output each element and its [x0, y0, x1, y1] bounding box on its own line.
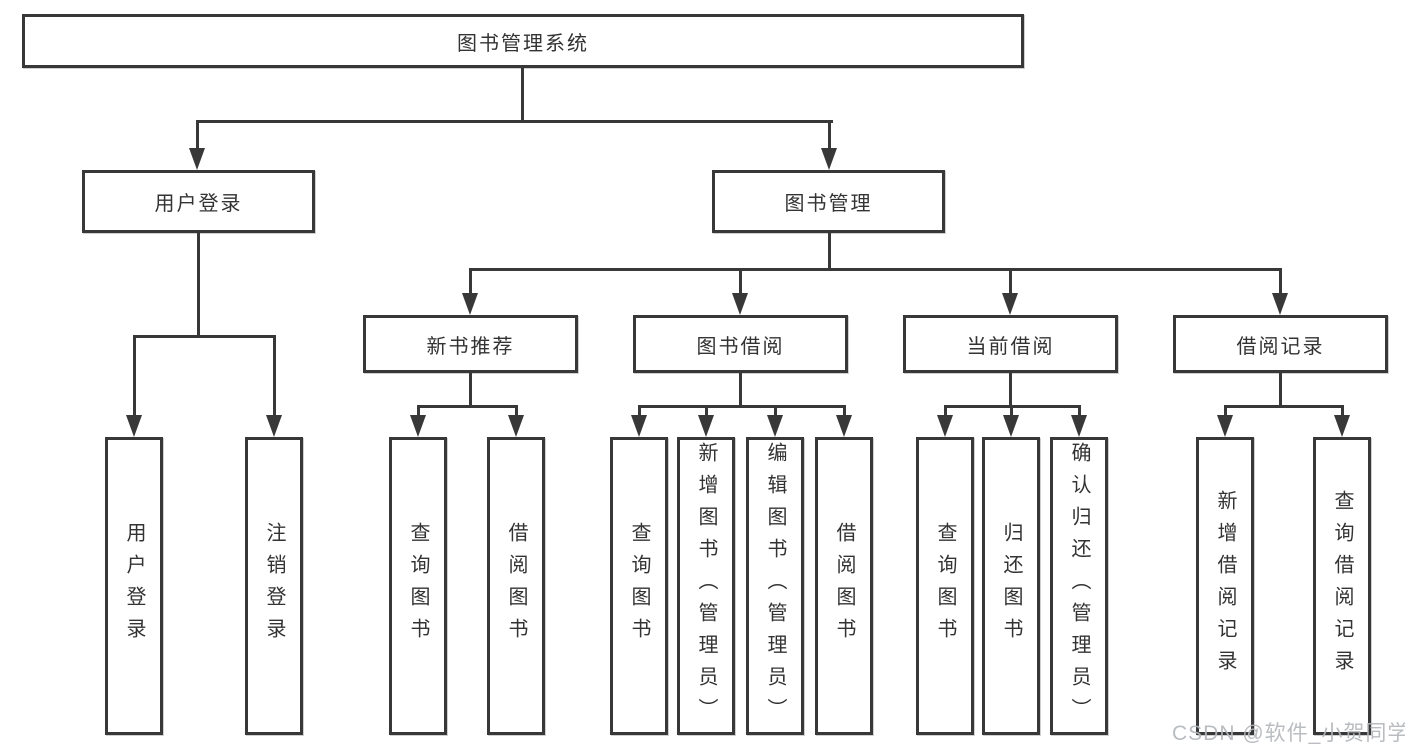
arrow-down-icon	[1071, 415, 1087, 437]
connector-line	[417, 405, 420, 417]
node-new-books: 新书推荐	[363, 315, 578, 373]
leaf-borrow-books-1: 借阅图书	[487, 437, 545, 735]
leaf-query-books-3: 查询图书	[916, 437, 974, 735]
leaf-label: 编辑图书（管理员）	[764, 442, 786, 730]
node-user-login-label: 用户登录	[154, 193, 243, 215]
connector-line	[638, 405, 641, 417]
leaf-label: 新增图书（管理员）	[695, 442, 717, 730]
leaf-return-books: 归还图书	[982, 437, 1040, 735]
arrow-down-icon	[821, 148, 837, 170]
leaf-label: 借阅图书	[505, 522, 527, 650]
connector-line	[515, 405, 518, 417]
node-borrow-records: 借阅记录	[1173, 315, 1388, 373]
node-current-borrow: 当前借阅	[903, 315, 1118, 373]
csdn-watermark: CSDN @软件_小贺同学	[1172, 722, 1405, 745]
connector-line	[417, 405, 518, 408]
leaf-add-books-admin: 新增图书（管理员）	[677, 437, 735, 735]
connector-line	[774, 405, 777, 417]
leaf-logout: 注销登录	[245, 437, 303, 735]
leaf-label: 查询图书	[407, 522, 429, 650]
leaf-label: 查询图书	[934, 522, 956, 650]
arrow-down-icon	[1272, 293, 1288, 315]
connector-line	[828, 120, 831, 150]
connector-line	[739, 373, 742, 407]
connector-line	[1009, 268, 1012, 295]
connector-line	[469, 268, 472, 295]
connector-line	[1224, 405, 1344, 408]
arrow-down-icon	[1217, 415, 1233, 437]
arrow-down-icon	[1003, 415, 1019, 437]
connector-line	[1009, 373, 1012, 407]
arrow-down-icon	[937, 415, 953, 437]
arrow-down-icon	[462, 293, 478, 315]
connector-line	[469, 373, 472, 407]
connector-line	[828, 231, 831, 270]
node-borrow-records-label: 借阅记录	[1236, 335, 1325, 358]
node-book-management-label: 图书管理	[784, 193, 873, 215]
node-new-books-label: 新书推荐	[426, 335, 515, 358]
arrow-down-icon	[836, 415, 852, 437]
node-root-label: 图书管理系统	[457, 32, 589, 55]
arrow-down-icon	[266, 415, 282, 437]
arrow-down-icon	[1002, 293, 1018, 315]
leaf-label: 确认归还（管理员）	[1068, 442, 1090, 730]
connector-line	[273, 335, 276, 417]
connector-line	[133, 335, 136, 417]
node-book-borrow: 图书借阅	[633, 315, 848, 373]
leaf-edit-books-admin: 编辑图书（管理员）	[746, 437, 804, 735]
leaf-label: 查询借阅记录	[1331, 490, 1353, 682]
connector-line	[469, 268, 1282, 271]
leaf-label: 借阅图书	[833, 522, 855, 650]
leaf-query-books-2: 查询图书	[610, 437, 668, 735]
leaf-query-books-1: 查询图书	[389, 437, 447, 735]
leaf-label: 注销登录	[263, 522, 285, 650]
leaf-user-login: 用户登录	[105, 437, 163, 735]
connector-line	[1341, 405, 1344, 417]
leaf-confirm-return-admin: 确认归还（管理员）	[1050, 437, 1108, 735]
connector-line	[196, 120, 199, 150]
arrow-down-icon	[189, 148, 205, 170]
leaf-label: 新增借阅记录	[1214, 490, 1236, 682]
leaf-label: 归还图书	[1000, 522, 1022, 650]
connector-line	[521, 66, 524, 122]
node-current-borrow-label: 当前借阅	[966, 335, 1055, 358]
connector-line	[197, 231, 200, 335]
leaf-label: 用户登录	[123, 522, 145, 650]
connector-line	[196, 120, 833, 123]
leaf-label: 查询图书	[628, 522, 650, 650]
connector-line	[843, 405, 846, 417]
arrow-down-icon	[1334, 415, 1350, 437]
connector-line	[1279, 373, 1282, 407]
connector-line	[638, 405, 846, 408]
connector-line	[739, 268, 742, 295]
connector-line	[944, 405, 947, 417]
connector-line	[1078, 405, 1081, 417]
arrow-down-icon	[508, 415, 524, 437]
node-book-borrow-label: 图书借阅	[696, 335, 785, 358]
connector-line	[133, 335, 276, 338]
connector-line	[1279, 268, 1282, 295]
leaf-borrow-books-2: 借阅图书	[815, 437, 873, 735]
node-root: 图书管理系统	[22, 14, 1024, 68]
connector-line	[705, 405, 708, 417]
connector-line	[1224, 405, 1227, 417]
connector-line	[1010, 405, 1013, 417]
node-book-management: 图书管理	[712, 170, 945, 233]
arrow-down-icon	[698, 415, 714, 437]
arrow-down-icon	[126, 415, 142, 437]
arrow-down-icon	[631, 415, 647, 437]
arrow-down-icon	[410, 415, 426, 437]
node-user-login: 用户登录	[82, 170, 315, 233]
arrow-down-icon	[732, 293, 748, 315]
leaf-add-borrow-record: 新增借阅记录	[1196, 437, 1254, 735]
arrow-down-icon	[767, 415, 783, 437]
leaf-query-borrow-record: 查询借阅记录	[1313, 437, 1371, 735]
